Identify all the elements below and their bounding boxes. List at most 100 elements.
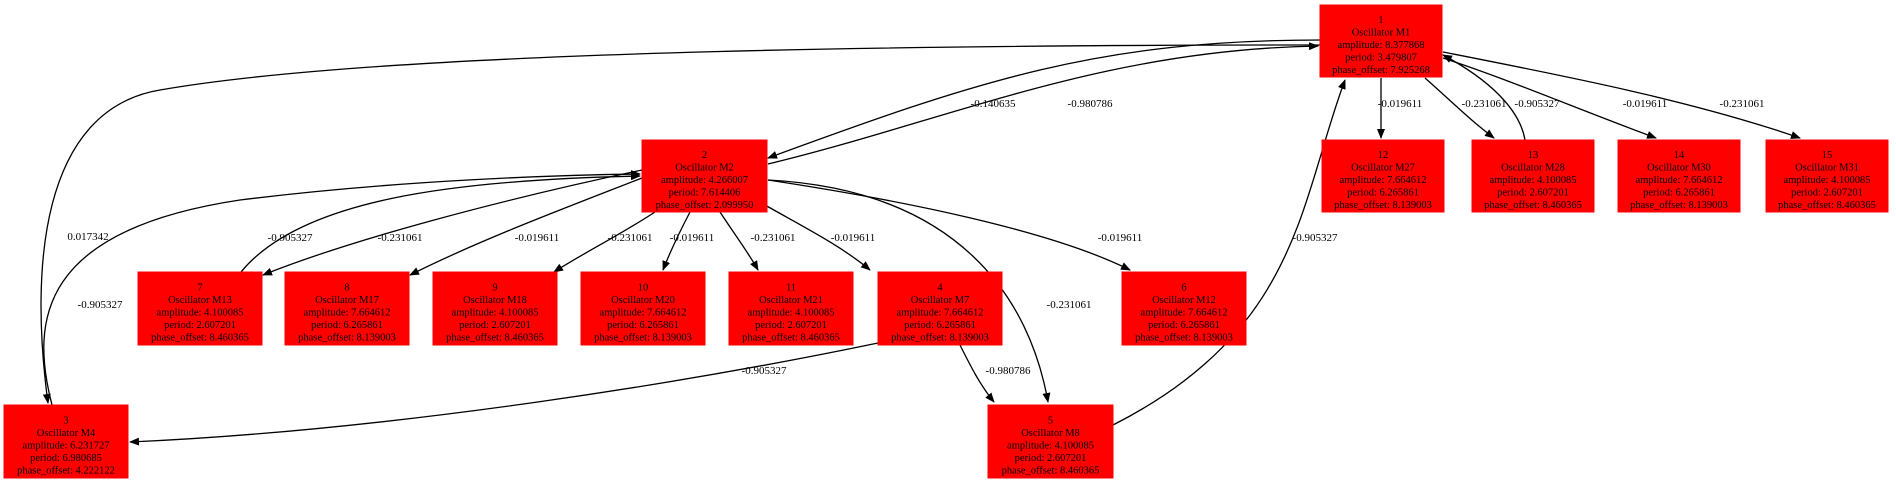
edge-weight-label: -0.231061 (608, 232, 653, 244)
node-id: 15 (1822, 150, 1833, 161)
node-name: Oscillator M27 (1351, 163, 1415, 174)
edge-2-to-8 (409, 177, 643, 276)
edge-weight-label: -0.019611 (831, 232, 876, 244)
edge-2-to-10 (662, 211, 691, 271)
node-id: 9 (492, 283, 497, 294)
edge-weight-label: -0.019611 (515, 232, 560, 244)
node-name: Oscillator M30 (1647, 163, 1711, 174)
edges-layer: -0.980786-0.1406350.017342-0.019611-0.23… (40, 39, 1801, 446)
node-box (877, 271, 1003, 346)
edge-2-to-4 (764, 204, 871, 271)
node-period: period: 2.607201 (1791, 188, 1863, 199)
edge-weight-label: -0.905327 (268, 232, 313, 244)
node-period: period: 6.265861 (1347, 188, 1419, 199)
node-period: period: 2.607201 (755, 320, 827, 331)
node-id: 14 (1674, 150, 1685, 161)
edge-weight-label: -0.019611 (1378, 98, 1423, 110)
node-amplitude: amplitude: 7.664612 (1141, 308, 1228, 319)
edge-1-to-3 (40, 44, 1321, 404)
node-id: 4 (937, 283, 943, 294)
node-box (284, 271, 410, 346)
node-box (1765, 139, 1889, 213)
node-phase-offset: phase_offset: 8.460365 (446, 333, 544, 344)
node-name: Oscillator M17 (315, 295, 379, 306)
edge-weight-label: -0.140635 (971, 98, 1016, 110)
node-box (137, 271, 263, 346)
node-phase-offset: phase_offset: 2.099950 (656, 200, 754, 211)
node-amplitude: amplitude: 4.266007 (661, 175, 748, 186)
node-period: period: 3.479807 (1345, 53, 1417, 64)
node-amplitude: amplitude: 4.100085 (452, 308, 539, 319)
node-phase-offset: phase_offset: 7.925268 (1332, 65, 1430, 76)
node-id: 8 (344, 283, 349, 294)
edge-weight-label: -0.019611 (670, 232, 715, 244)
node-name: Oscillator M28 (1501, 163, 1565, 174)
node-name: Oscillator M31 (1795, 163, 1859, 174)
edge-2-to-7 (262, 169, 643, 276)
node-phase-offset: phase_offset: 8.460365 (742, 333, 840, 344)
node-period: period: 6.980685 (30, 453, 102, 464)
edge-7-to-2 (240, 172, 641, 273)
node-amplitude: amplitude: 4.100085 (1490, 175, 1577, 186)
node-id: 1 (1378, 15, 1383, 26)
edge-1-to-15 (1442, 51, 1801, 139)
edge-2-to-1 (767, 42, 1319, 165)
edge-1-to-2 (767, 39, 1321, 159)
node-id: 5 (1048, 416, 1053, 427)
node-amplitude: amplitude: 4.100085 (157, 308, 244, 319)
node-phase-offset: phase_offset: 4.222122 (17, 466, 115, 477)
node-box (432, 271, 558, 346)
edge-1-to-13 (1424, 77, 1495, 139)
node-period: period: 6.265861 (607, 320, 679, 331)
node-phase-offset: phase_offset: 8.139003 (298, 333, 396, 344)
edge-weight-label: -0.231061 (751, 232, 796, 244)
edge-1-to-14 (1442, 57, 1657, 139)
node-amplitude: amplitude: 7.664612 (304, 308, 391, 319)
node-id: 6 (1181, 283, 1186, 294)
edge-weight-label: -0.905327 (1515, 98, 1560, 110)
node-phase-offset: phase_offset: 8.139003 (891, 333, 989, 344)
node-id: 10 (638, 283, 649, 294)
edge-5-to-1 (1112, 79, 1346, 426)
edge-weight-label: -0.231061 (1047, 299, 1092, 311)
node-id: 13 (1528, 150, 1539, 161)
node-name: Oscillator M8 (1021, 428, 1080, 439)
node-amplitude: amplitude: 4.100085 (748, 308, 835, 319)
node-period: period: 6.265861 (311, 320, 383, 331)
node-amplitude: amplitude: 7.664612 (897, 308, 984, 319)
edge-weight-label: -0.980786 (1068, 98, 1113, 110)
node-name: Oscillator M7 (911, 295, 970, 306)
node-period: period: 2.607201 (1497, 188, 1569, 199)
edge-2-to-5 (767, 179, 1051, 403)
node-amplitude: amplitude: 7.664612 (1340, 175, 1427, 186)
node-period: period: 2.607201 (459, 320, 531, 331)
node-box (3, 404, 129, 479)
edge-weight-label: -0.231061 (1462, 98, 1507, 110)
node-amplitude: amplitude: 7.664612 (600, 308, 687, 319)
node-box (641, 139, 768, 213)
edge-4-to-5 (959, 344, 995, 403)
node-name: Oscillator M13 (168, 295, 232, 306)
edge-4-to-3 (129, 342, 879, 446)
edge-weight-label: -0.019611 (1098, 232, 1143, 244)
node-id: 2 (702, 150, 707, 161)
node-box (728, 271, 854, 346)
node-box (580, 271, 706, 346)
node-id: 7 (197, 283, 202, 294)
edge-2-to-11 (719, 211, 759, 271)
node-name: Oscillator M4 (37, 428, 96, 439)
node-box (1471, 139, 1595, 213)
edge-weight-label: -0.231061 (1720, 98, 1765, 110)
node-id: 3 (63, 416, 68, 427)
node-name: Oscillator M12 (1152, 295, 1216, 306)
